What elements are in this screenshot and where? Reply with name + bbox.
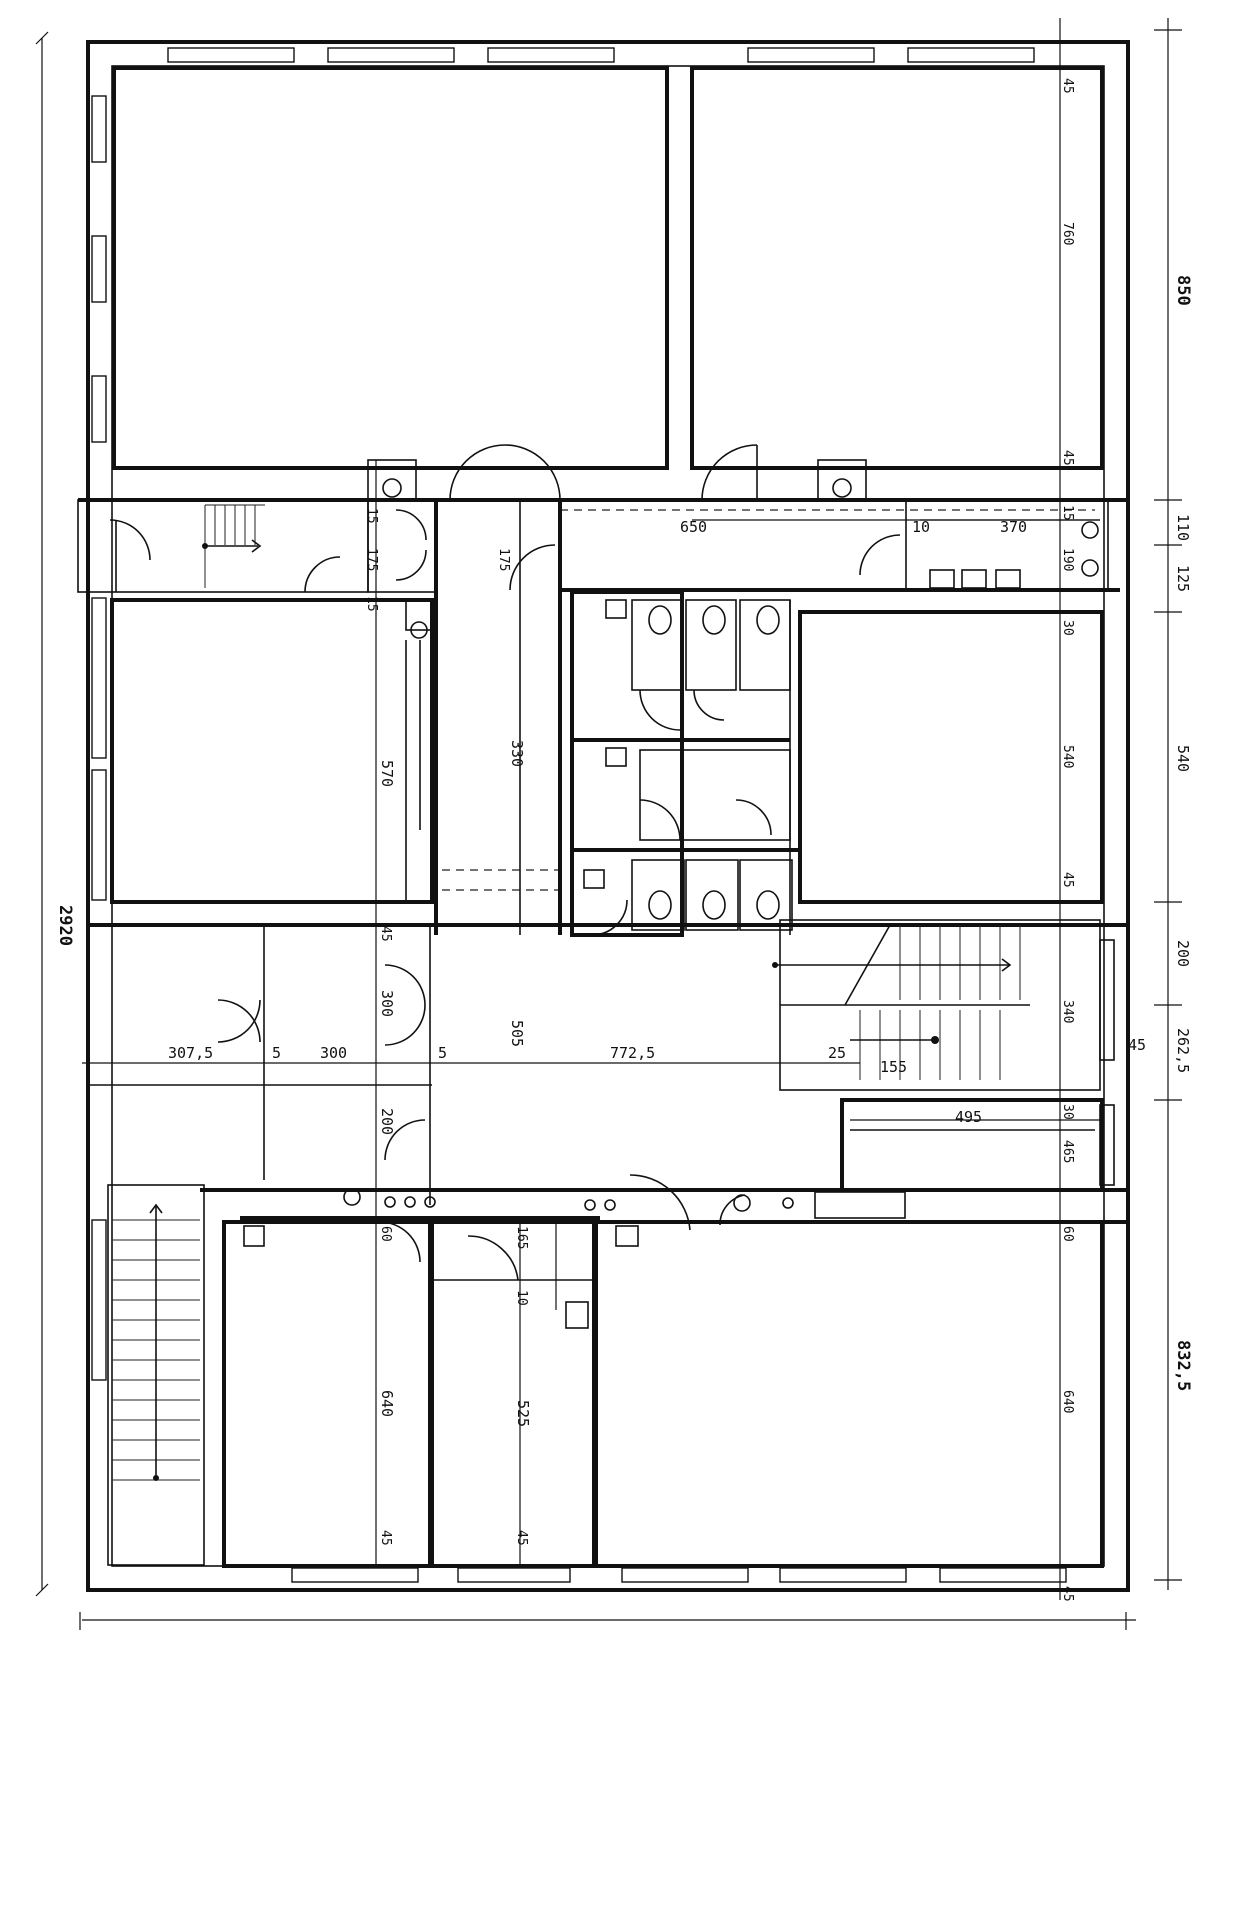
room-bottom-left xyxy=(222,1220,432,1568)
dim-45-bottom-b: 45 xyxy=(514,1530,529,1546)
room-left-middle xyxy=(110,598,434,904)
dim-165: 165 xyxy=(514,1226,529,1249)
dim-175-left: 175 xyxy=(364,548,379,571)
dim-25: 25 xyxy=(828,1044,846,1062)
exterior-walls xyxy=(86,40,1130,1592)
dim-inner-495: 495 xyxy=(955,1108,982,1126)
dim-570: 570 xyxy=(378,760,396,787)
dim-inner-45e: 45 xyxy=(1060,1586,1075,1602)
dim-inner-30b: 30 xyxy=(1060,1104,1075,1120)
dim-307: 307,5 xyxy=(168,1044,213,1062)
dim-inner-10: 10 xyxy=(912,518,930,536)
dim-inner-45c: 45 xyxy=(1060,872,1075,888)
dim-inner-60: 60 xyxy=(1060,1226,1075,1242)
dim-inner-15: 15 xyxy=(1060,505,1075,521)
dim-inner-640: 640 xyxy=(1060,1390,1075,1413)
dim-330: 330 xyxy=(508,740,526,767)
dimension-lines xyxy=(35,18,1182,1630)
dim-overall-height: 2920 xyxy=(55,905,75,946)
stair-lower-left xyxy=(107,1184,205,1566)
dim-inner-190: 190 xyxy=(1060,548,1075,571)
dim-inner-760: 760 xyxy=(1060,222,1075,245)
dim-300: 300 xyxy=(320,1044,347,1062)
room-bottom-right xyxy=(594,1220,1104,1568)
dim-300-vert: 300 xyxy=(378,990,396,1017)
stair-upper-left xyxy=(77,499,369,593)
dim-inner-30a: 30 xyxy=(1060,620,1075,636)
dim-right-200: 200 xyxy=(1174,940,1192,967)
stair-right-middle xyxy=(772,919,1115,1091)
dim-45-mid: 45 xyxy=(378,926,393,942)
dim-640-left: 640 xyxy=(378,1390,396,1417)
room-right-middle xyxy=(798,610,1104,904)
windows-bottom xyxy=(291,1567,1067,1583)
dim-right-850: 850 xyxy=(1173,275,1193,306)
dim-inner-45b: 45 xyxy=(1060,450,1075,466)
dim-right-125: 125 xyxy=(1174,565,1192,592)
dim-inner-45a: 45 xyxy=(1060,78,1075,94)
dim-right-540: 540 xyxy=(1174,745,1192,772)
dim-right-110: 110 xyxy=(1174,514,1192,541)
dim-inner-340: 340 xyxy=(1060,1000,1075,1023)
dim-inner-370: 370 xyxy=(1000,518,1027,536)
dim-right-832: 832,5 xyxy=(1173,1340,1193,1391)
room-bottom-middle xyxy=(430,1220,596,1568)
dim-45-bottom-a: 45 xyxy=(378,1530,393,1546)
dim-650: 650 xyxy=(680,518,707,536)
windows-top xyxy=(167,47,1035,63)
dim-inner-45d: 45 xyxy=(1128,1036,1146,1054)
windows-left xyxy=(91,95,107,1381)
dim-15-b: 15 xyxy=(364,596,379,612)
dim-505: 505 xyxy=(508,1020,526,1047)
wc-block xyxy=(570,590,800,937)
dimension-labels: 2920 850 110 125 540 200 262,5 832,5 45 … xyxy=(55,78,1193,1602)
dim-right-262: 262,5 xyxy=(1174,1028,1192,1073)
dim-inner-540: 540 xyxy=(1060,745,1075,768)
dim-525: 525 xyxy=(514,1400,532,1427)
dim-772: 772,5 xyxy=(610,1044,655,1062)
dim-60-bottom: 60 xyxy=(378,1226,393,1242)
dim-5-b: 5 xyxy=(438,1044,447,1062)
dim-10-bottom: 10 xyxy=(514,1290,529,1306)
dim-15-a: 15 xyxy=(364,508,379,524)
dim-5-a: 5 xyxy=(272,1044,281,1062)
dim-175-center: 175 xyxy=(496,548,511,571)
dim-155: 155 xyxy=(880,1058,907,1076)
room-top-right xyxy=(690,66,1104,470)
dim-200-vert: 200 xyxy=(378,1108,396,1135)
dim-inner-465: 465 xyxy=(1060,1140,1075,1163)
room-top-left xyxy=(112,66,669,470)
